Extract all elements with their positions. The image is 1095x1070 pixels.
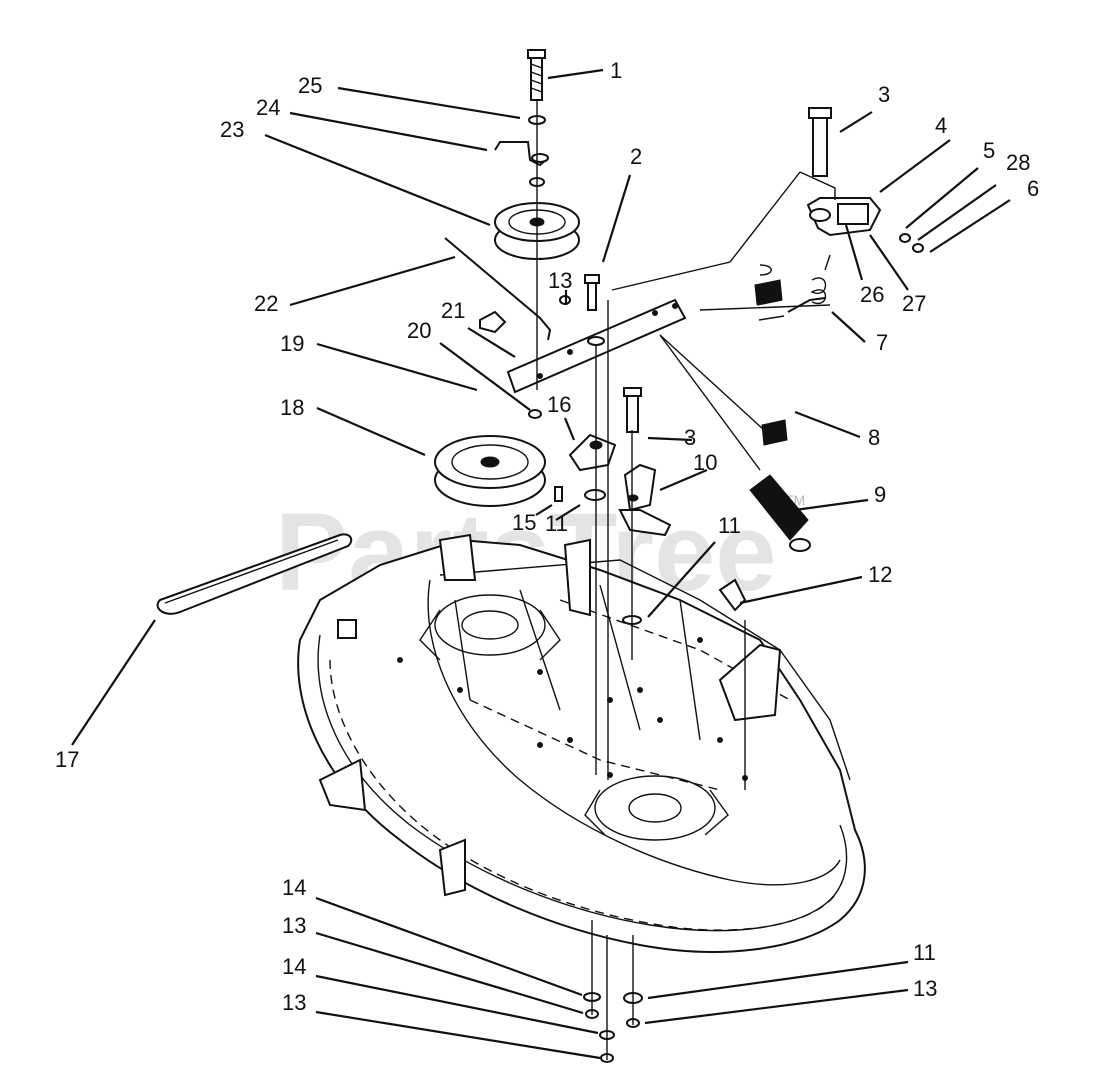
callout-2: 2 (630, 144, 642, 169)
callout-1: 1 (610, 58, 622, 83)
idler-bolt-stack (494, 49, 549, 187)
callout-10: 10 (693, 450, 717, 475)
callout-24: 24 (256, 95, 280, 120)
callout-11-mid: 11 (718, 513, 741, 538)
callout-15: 15 (512, 510, 536, 535)
callout-14-top: 14 (282, 875, 306, 900)
assembly-lines (536, 100, 831, 1060)
callout-5: 5 (983, 138, 995, 163)
idler-arm-bracket (444, 237, 687, 394)
extension-spring-lower (749, 474, 811, 552)
callout-18: 18 (280, 395, 304, 420)
callout-9: 9 (874, 482, 886, 507)
callout-26: 26 (860, 282, 884, 307)
deck-shell (297, 533, 866, 953)
torsion-spring (787, 254, 831, 313)
callout-13-top: 13 (548, 268, 572, 293)
callout-11-left: 11 (545, 511, 568, 536)
callout-4: 4 (935, 113, 947, 138)
callout-13-bottom-right: 13 (913, 976, 937, 1001)
callout-28: 28 (1006, 150, 1030, 175)
extension-spring-upper (754, 264, 788, 446)
callout-labels: 1 2 3 3 4 5 6 7 8 9 10 11 11 11 12 13 13… (55, 58, 1039, 1015)
callout-20: 20 (407, 318, 431, 343)
callout-13-bottom-left-2: 13 (282, 990, 306, 1015)
pivot-plate (568, 433, 617, 472)
callout-23: 23 (220, 117, 244, 142)
leader-lines (71, 68, 1011, 1060)
callout-11-bottom: 11 (913, 940, 936, 965)
callout-8: 8 (868, 425, 880, 450)
callout-25: 25 (298, 73, 322, 98)
callout-3-middle: 3 (684, 425, 696, 450)
pivot-bolt (623, 387, 642, 433)
callout-21: 21 (441, 298, 465, 323)
callout-13-bottom-left-1: 13 (282, 913, 306, 938)
callout-7: 7 (876, 330, 888, 355)
idler-pivot-assembly (799, 107, 924, 253)
callout-17: 17 (55, 747, 79, 772)
callout-16: 16 (547, 392, 571, 417)
callout-22: 22 (254, 291, 278, 316)
callout-14-bottom: 14 (282, 954, 306, 979)
callout-19: 19 (280, 331, 304, 356)
callout-3-top: 3 (878, 82, 890, 107)
callout-12: 12 (868, 562, 892, 587)
callout-27: 27 (902, 291, 926, 316)
callout-6: 6 (1027, 176, 1039, 201)
drive-belt (156, 533, 353, 615)
deck-pulley (434, 435, 546, 507)
